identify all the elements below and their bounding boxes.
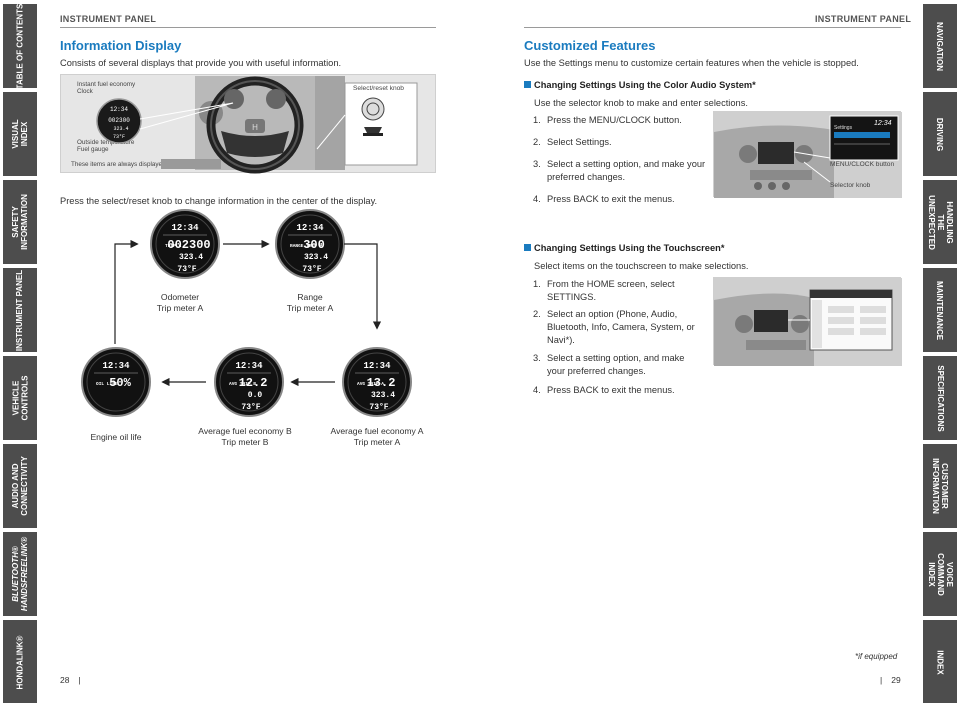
gauge-bezel (81, 347, 151, 417)
footnote-if-equipped: *if equipped (855, 652, 898, 661)
svg-text:H: H (252, 123, 258, 132)
gauge-trip-value: 323.4 (304, 253, 328, 262)
right-section-tabs: NAVIGATION DRIVING HANDLING THE UNEXPECT… (920, 0, 960, 703)
page-number-right: |29 (880, 675, 901, 685)
gauge-oil-life: 12:34 50%OIL LIFE (81, 347, 151, 417)
gauge-ring (219, 352, 279, 412)
label-selector-knob: Selector knob (830, 182, 871, 189)
tab-specifications[interactable]: SPECIFICATIONS (923, 356, 957, 440)
arrow-range-to-avg-a (344, 243, 382, 330)
gauge-trip-value: 323.4 (179, 253, 203, 262)
page-title-information-display: Information Display (60, 38, 182, 53)
square-bullet (524, 244, 531, 251)
gauge-main-value: 300 (303, 238, 325, 252)
caption-oil-life: Engine oil life (90, 432, 142, 442)
svg-text:323.4: 323.4 (113, 126, 128, 132)
gauge-main-value: 002300 (167, 238, 210, 252)
section-lead-color-audio: Use the selector knob to make and enter … (534, 98, 748, 108)
gauge-bezel (342, 347, 412, 417)
tab-index[interactable]: INDEX (923, 620, 957, 703)
tab-customer-information[interactable]: CUSTOMER INFORMATION (923, 444, 957, 528)
tab-navigation[interactable]: NAVIGATION (923, 4, 957, 88)
gauge-clock: 12:34 (363, 361, 391, 371)
gauge-main-value: 13.2 (367, 376, 396, 390)
square-bullet (524, 81, 531, 88)
caption-avg-b: Average fuel economy B Trip meter B (198, 426, 292, 447)
gauge-clock: 12:34 (102, 361, 130, 371)
cluster-illustration: H 12:34 002300 323.4 73°F (96, 76, 418, 174)
intro-text-right: Use the Settings menu to customize certa… (524, 58, 859, 68)
gauge-temperature: 73°F (369, 403, 388, 412)
tab-driving[interactable]: DRIVING (923, 92, 957, 176)
svg-text:73°F: 73°F (113, 134, 125, 140)
screen-clock: 12:34 (874, 120, 892, 127)
label-select-reset-knob: Select/reset knob (353, 85, 404, 92)
svg-text:12:34: 12:34 (110, 106, 128, 113)
label-always-displayed: These items are always displayed. (71, 161, 168, 168)
tab-hondalink[interactable]: HONDALINK® (3, 620, 37, 703)
dashboard-touchscreen-illustration (714, 278, 902, 366)
screen-settings-title: Settings (834, 125, 853, 131)
page-number-left: 28| (60, 675, 81, 685)
gauge-main-value: 12.2 (239, 376, 268, 390)
tab-bluetooth-handsfreelink[interactable]: BLUETOOTH® HANDSFREELINK® (3, 532, 37, 616)
gauge-temperature: 73°F (241, 403, 260, 412)
gauge-ring (280, 214, 340, 274)
gauge-main-value: 50% (109, 376, 131, 390)
tab-safety-information[interactable]: SAFETY INFORMATION (3, 180, 37, 264)
tab-maintenance[interactable]: MAINTENANCE (923, 268, 957, 352)
instruction-text: Press the select/reset knob to change in… (60, 196, 378, 206)
instrument-cluster-figure: Instant fuel economy Clock Outside tempe… (60, 74, 436, 174)
tab-voice-command-index[interactable]: VOICE COMMAND INDEX (923, 532, 957, 616)
gauge-bezel (150, 209, 220, 279)
gauge-bezel (214, 347, 284, 417)
gauge-clock: 12:34 (296, 223, 324, 233)
gauge-mode-label: AVG TRIP A (357, 381, 384, 387)
dashboard-audio-illustration (714, 112, 902, 198)
page-title-customized-features: Customized Features (524, 38, 656, 53)
caption-range: Range Trip meter A (286, 292, 334, 313)
gauge-ring (347, 352, 407, 412)
tab-visual-index[interactable]: VISUAL INDEX (3, 92, 37, 176)
gauge-mode-label: AVG TRIP B (229, 381, 256, 387)
gauge-mode-label: OIL LIFE (96, 381, 118, 387)
svg-text:002300: 002300 (108, 117, 130, 124)
arrow-oil-to-odometer (114, 239, 139, 344)
tab-instrument-panel[interactable]: INSTRUMENT PANEL (3, 268, 37, 352)
left-section-tabs: TABLE OF CONTENTS VISUAL INDEX SAFETY IN… (0, 0, 40, 703)
header-rule-right (524, 27, 901, 28)
gauge-trip-value: 323.4 (371, 391, 395, 400)
gauge-temperature: 73°F (302, 265, 321, 274)
caption-odometer: Odometer Trip meter A (156, 292, 204, 313)
gauge-ring (86, 352, 146, 412)
gauge-clock: 12:34 (235, 361, 263, 371)
label-instant-fuel-clock: Instant fuel economy Clock (77, 81, 136, 95)
gauge-mode-label: TRIP A (165, 243, 182, 249)
tab-handling-the-unexpected[interactable]: HANDLING THE UNEXPECTED (923, 180, 957, 264)
gauge-temperature: 73°F (177, 265, 196, 274)
label-menu-clock-button: MENU/CLOCK button (830, 161, 895, 168)
gauge-ring (155, 214, 215, 274)
header-rule-left (60, 27, 436, 28)
intro-text-left: Consists of several displays that provid… (60, 58, 342, 68)
tab-vehicle-controls[interactable]: VEHICLE CONTROLS (3, 356, 37, 440)
running-head-left: INSTRUMENT PANEL (60, 14, 157, 24)
tab-table-of-contents[interactable]: TABLE OF CONTENTS (3, 3, 37, 89)
gauge-mode-label: RANGE TRIP A (290, 243, 323, 249)
caption-avg-a: Average fuel economy A Trip meter A (330, 426, 424, 447)
running-head-right: INSTRUMENT PANEL (815, 14, 912, 24)
tab-audio-and-connectivity[interactable]: AUDIO AND CONNECTIVITY (3, 444, 37, 528)
section-lead-touchscreen: Select items on the touchscreen to make … (534, 261, 749, 271)
touchscreen-figure (713, 277, 902, 366)
section-heading-touchscreen: Changing Settings Using the Touchscreen* (524, 243, 724, 253)
section-heading-color-audio: Changing Settings Using the Color Audio … (524, 80, 756, 90)
gauge-trip-value: 0.0 (248, 391, 263, 400)
gauge-clock: 12:34 (171, 223, 199, 233)
color-audio-figure: 12:34 Settings MENU/CLOCK button Selecto… (713, 111, 902, 198)
